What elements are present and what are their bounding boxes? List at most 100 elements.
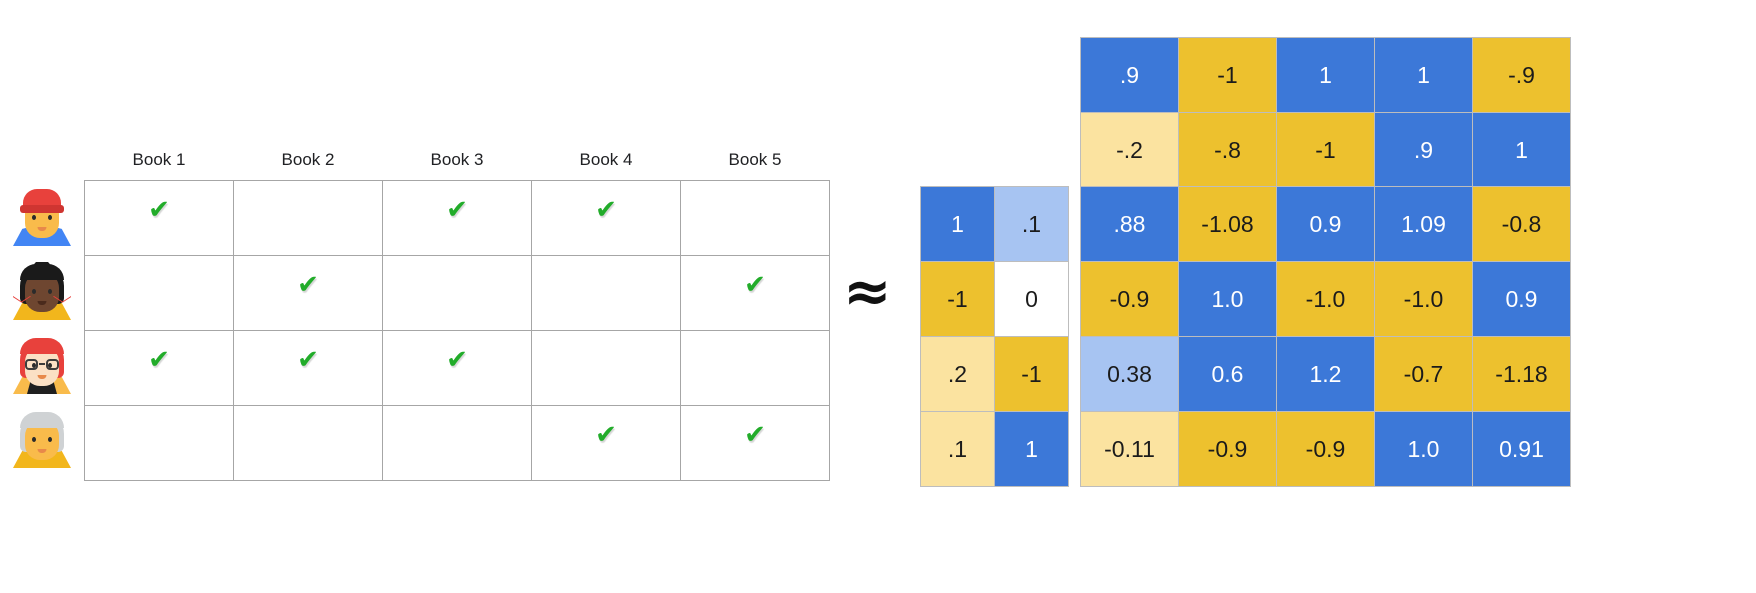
check-icon: ✔ (148, 345, 170, 375)
rating-cell-r2-c4[interactable] (531, 255, 681, 331)
table-row: ✔✔ (84, 405, 830, 481)
item-factor-cell-r1-c5: -.9 (1472, 37, 1571, 113)
rating-cell-r3-c3[interactable]: ✔ (382, 330, 532, 406)
item-factor-cell-r2-c1: -.2 (1080, 112, 1179, 188)
table-row: ✔ ✔ ✔ (84, 180, 830, 256)
rating-cell-r3-c5[interactable] (680, 330, 830, 406)
rating-cell-r2-c1[interactable] (84, 255, 234, 331)
avatar-cell (0, 328, 84, 402)
item-factor-cell-r2-c3: -1 (1276, 112, 1375, 188)
column-header-book-1: Book 1 (132, 150, 186, 169)
rating-cell-r4-c4[interactable]: ✔ (531, 405, 681, 481)
rating-cell-r2-c2[interactable]: ✔ (233, 255, 383, 331)
item-factor-cell-r1-c2: -1 (1178, 37, 1277, 113)
reconstruction-cell-r3-c1: 0.38 (1080, 336, 1179, 412)
ratings-table-header-row: Book 1 Book 2 Book 3 Book 4 Book 5 (85, 140, 830, 181)
avatar-cell (0, 180, 84, 254)
black-bun-avatar (13, 262, 71, 320)
check-icon: ✔ (297, 345, 319, 375)
reconstruction-cell-r4-c4: 1.0 (1374, 411, 1473, 487)
table-row: ✔✔ (84, 255, 830, 331)
reconstruction-cell-r2-c4: -1.0 (1374, 261, 1473, 337)
reconstruction-cell-r3-c2: 0.6 (1178, 336, 1277, 412)
rating-cell-r4-c3[interactable] (382, 405, 532, 481)
rating-cell-r1-c1[interactable]: ✔ (84, 180, 234, 256)
reconstruction-cell-r3-c4: -0.7 (1374, 336, 1473, 412)
item-factor-cell-r2-c5: 1 (1472, 112, 1571, 188)
check-icon: ✔ (744, 270, 766, 300)
reconstruction-cell-r2-c3: -1.0 (1276, 261, 1375, 337)
user-factor-cell-r4-c2: 1 (994, 411, 1069, 487)
check-icon: ✔ (744, 420, 766, 450)
rating-cell-r1-c5[interactable] (680, 180, 830, 256)
reconstruction-cell-r1-c1: .88 (1080, 186, 1179, 262)
avatar-cell (0, 254, 84, 328)
column-header-book-5: Book 5 (728, 150, 782, 169)
rating-cell-r4-c5[interactable]: ✔ (680, 405, 830, 481)
reconstruction-cell-r1-c2: -1.08 (1178, 186, 1277, 262)
interaction-matrix-block: Book 1 Book 2 Book 3 Book 4 Book 5 ✔✔✔✔✔… (0, 140, 830, 481)
check-icon: ✔ (148, 195, 170, 225)
item-factor-cell-r1-c3: 1 (1276, 37, 1375, 113)
reconstruction-cell-r3-c5: -1.18 (1472, 336, 1571, 412)
user-factor-row: 1.1 (920, 186, 1069, 262)
reconstruction-cell-r4-c3: -0.9 (1276, 411, 1375, 487)
table-row: ✔ ✔ ✔ (84, 330, 830, 406)
rating-cell-r1-c4[interactable]: ✔ (531, 180, 681, 256)
column-header-book-4: Book 4 (579, 150, 633, 169)
rating-cell-r1-c3[interactable]: ✔ (382, 180, 532, 256)
check-icon: ✔ (595, 420, 617, 450)
ratings-table-body: ✔✔✔✔✔✔✔✔✔✔ (84, 180, 830, 481)
column-header-book-2: Book 2 (281, 150, 335, 169)
rating-cell-r2-c3[interactable] (382, 255, 532, 331)
item-factor-cell-r2-c4: .9 (1374, 112, 1473, 188)
rating-cell-r2-c5[interactable]: ✔ (680, 255, 830, 331)
reconstruction-cell-r1-c3: 0.9 (1276, 186, 1375, 262)
check-icon: ✔ (297, 270, 319, 300)
check-icon: ✔ (595, 195, 617, 225)
rating-cell-r4-c2[interactable] (233, 405, 383, 481)
check-icon: ✔ (446, 345, 468, 375)
reconstruction-cell-r1-c5: -0.8 (1472, 186, 1571, 262)
reconstruction-cell-r4-c5: 0.91 (1472, 411, 1571, 487)
user-factor-cell-r2-c1: -1 (920, 261, 995, 337)
rating-cell-r4-c1[interactable] (84, 405, 234, 481)
reconstruction-cell-r4-c2: -0.9 (1178, 411, 1277, 487)
reconstruction-cell-r2-c2: 1.0 (1178, 261, 1277, 337)
user-factor-cell-r3-c1: .2 (920, 336, 995, 412)
item-factor-cell-r2-c2: -.8 (1178, 112, 1277, 188)
rating-cell-r3-c1[interactable]: ✔ (84, 330, 234, 406)
approximately-equal-sign: ≈ (843, 257, 892, 325)
column-header-book-3: Book 3 (430, 150, 484, 169)
user-avatar-column (0, 140, 84, 476)
glasses-icon (24, 359, 60, 371)
ratings-table: Book 1 Book 2 Book 3 Book 4 Book 5 ✔✔✔✔✔… (84, 140, 830, 481)
reconstruction-cell-r1-c4: 1.09 (1374, 186, 1473, 262)
item-factor-cell-r1-c1: .9 (1080, 37, 1179, 113)
rating-cell-r3-c4[interactable] (531, 330, 681, 406)
reconstruction-cell-r3-c3: 1.2 (1276, 336, 1375, 412)
user-factor-cell-r2-c2: 0 (994, 261, 1069, 337)
grey-hair-avatar (13, 410, 71, 468)
reconstruction-cell-r2-c1: -0.9 (1080, 261, 1179, 337)
rating-cell-r1-c2[interactable] (233, 180, 383, 256)
check-icon: ✔ (446, 195, 468, 225)
user-factor-cell-r3-c2: -1 (994, 336, 1069, 412)
reconstruction-cell-r4-c1: -0.11 (1080, 411, 1179, 487)
rating-cell-r3-c2[interactable]: ✔ (233, 330, 383, 406)
user-factor-row: .2-1 (920, 336, 1069, 412)
red-beanie-avatar (13, 188, 71, 246)
user-factor-cell-r1-c2: .1 (994, 186, 1069, 262)
red-hair-glasses-avatar (13, 336, 71, 394)
